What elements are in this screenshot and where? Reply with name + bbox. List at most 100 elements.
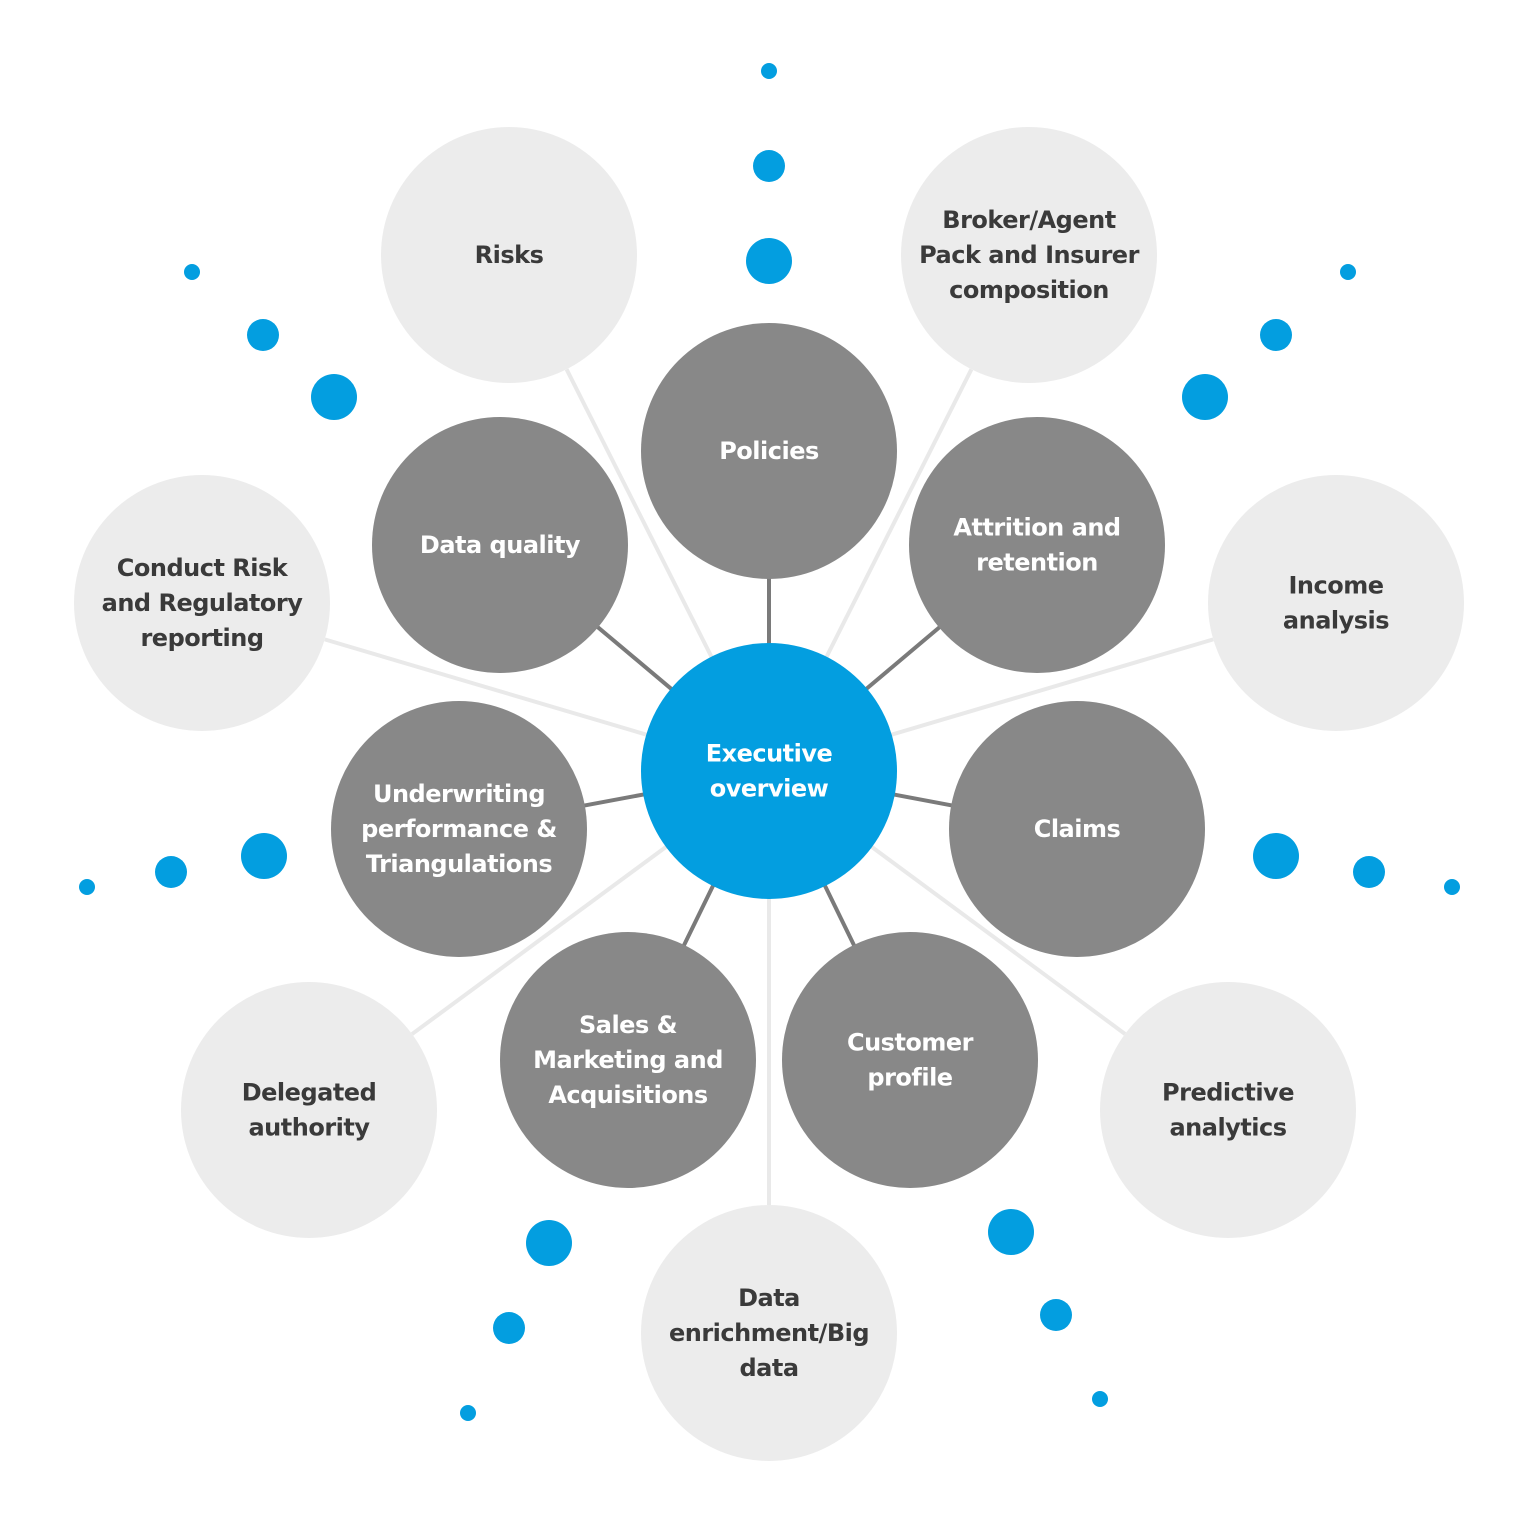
outer-node-risks: Risks	[381, 127, 637, 383]
inner-connector-claims	[892, 792, 954, 808]
inner-connector-customer-profile	[822, 883, 857, 948]
outer-node-label-data-enrichment-line: data	[739, 1354, 798, 1382]
outer-node-circle	[641, 1205, 897, 1461]
inner-node-label-claims: Claims	[1034, 815, 1121, 843]
inner-connector-underwriting-performance	[582, 792, 646, 808]
outer-connector-conduct-risk	[324, 637, 653, 739]
outer-node-label-delegated-authority-line: authority	[248, 1114, 370, 1142]
inner-node-circle	[500, 932, 756, 1188]
center-node-label-line: overview	[710, 775, 829, 803]
inner-node-circle	[909, 417, 1165, 673]
inner-node-data-quality: Data quality	[372, 417, 628, 673]
decorative-dot	[1253, 833, 1299, 879]
outer-connector-delegated-authority	[410, 841, 672, 1036]
decorative-dot	[1353, 856, 1385, 888]
inner-node-circle	[641, 323, 897, 579]
decorative-dots	[79, 63, 1460, 1421]
inner-connectors	[582, 577, 954, 948]
outer-node-label-predictive-analytics-line: Predictive	[1162, 1079, 1294, 1107]
inner-node-label-underwriting-performance-line: performance &	[361, 815, 557, 843]
inner-node-label-customer-profile-line: profile	[867, 1064, 952, 1092]
outer-node-label-income-analysis: Income analysis	[1283, 572, 1389, 635]
outer-node-label-income-analysis-line: Income	[1288, 572, 1383, 600]
inner-connector-sales-marketing-acquisitions	[681, 883, 716, 948]
outer-node-label-data-enrichment-line: Data	[738, 1284, 800, 1312]
outer-node-delegated-authority: Delegated authority	[181, 982, 437, 1238]
decorative-dot	[155, 856, 187, 888]
center-node-executive-overview: Executive overview	[641, 643, 897, 899]
inner-node-label-attrition-and-retention-line: Attrition and	[953, 514, 1120, 542]
outer-node-income-analysis: Income analysis	[1208, 475, 1464, 731]
inner-node-policies: Policies	[641, 323, 897, 579]
outer-node-circle	[1100, 982, 1356, 1238]
outer-node-label-risks-line: Risks	[475, 241, 544, 269]
decorative-dot	[753, 150, 785, 182]
inner-node-label-customer-profile-line: Customer	[847, 1029, 974, 1057]
inner-node-circle	[331, 701, 587, 957]
decorative-dot	[988, 1209, 1034, 1255]
outer-node-circle	[381, 127, 637, 383]
center-node-circle	[641, 643, 897, 899]
outer-node-label-risks: Risks	[475, 241, 544, 269]
outer-node-circle	[74, 475, 330, 731]
decorative-dot	[1092, 1391, 1108, 1407]
inner-node-label-underwriting-performance-line: Underwriting	[373, 780, 545, 808]
outer-node-label-conduct-risk: Conduct Risk and Regulatory reporting	[102, 554, 304, 652]
inner-node-label-data-quality-line: Data quality	[420, 531, 581, 559]
inner-node-label-sales-marketing-acquisitions-line: Marketing and	[533, 1046, 723, 1074]
outer-node-label-conduct-risk-line: Conduct Risk	[117, 554, 289, 582]
inner-node-customer-profile: Customer profile	[782, 932, 1038, 1188]
inner-node-circle	[949, 701, 1205, 957]
outer-connector-broker-agent-pack	[822, 368, 974, 663]
outer-connectors	[324, 368, 1214, 1205]
outer-node-label-conduct-risk-line: and Regulatory	[102, 589, 304, 617]
inner-node-claims: Claims	[949, 701, 1205, 957]
outer-node-label-delegated-authority: Delegated authority	[242, 1079, 377, 1142]
center-node-label-line: Executive	[706, 740, 833, 768]
outer-node-label-data-enrichment: Data enrichment/Big data	[669, 1284, 869, 1382]
outer-node-label-data-enrichment-line: enrichment/Big	[669, 1319, 869, 1347]
outer-node-label-income-analysis-line: analysis	[1283, 607, 1389, 635]
decorative-dot	[1444, 879, 1460, 895]
outer-connector-predictive-analytics	[865, 841, 1127, 1036]
outer-node-label-predictive-analytics: Predictive analytics	[1162, 1079, 1294, 1142]
inner-node-label-data-quality: Data quality	[420, 531, 581, 559]
outer-node-label-conduct-risk-line: reporting	[140, 624, 263, 652]
inner-node-circle	[372, 417, 628, 673]
inner-connector-data-quality	[595, 624, 674, 692]
decorative-dot	[241, 833, 287, 879]
inner-connector-attrition-and-retention	[864, 624, 942, 692]
inner-node-label-policies: Policies	[719, 437, 819, 465]
outer-node-circle	[1208, 475, 1464, 731]
inner-node-label-claims-line: Claims	[1034, 815, 1121, 843]
decorative-dot	[493, 1312, 525, 1344]
decorative-dot	[79, 879, 95, 895]
decorative-dot	[746, 238, 792, 284]
decorative-dot	[460, 1405, 476, 1421]
decorative-dot	[247, 319, 279, 351]
outer-node-label-delegated-authority-line: Delegated	[242, 1079, 377, 1107]
decorative-dot	[311, 374, 357, 420]
outer-node-conduct-risk: Conduct Risk and Regulatory reporting	[74, 475, 330, 731]
decorative-dot	[761, 63, 777, 79]
outer-node-label-broker-agent-pack-line: Pack and Insurer	[919, 241, 1140, 269]
outer-node-predictive-analytics: Predictive analytics	[1100, 982, 1356, 1238]
outer-node-data-enrichment: Data enrichment/Big data	[641, 1205, 897, 1461]
decorative-dot	[1340, 264, 1356, 280]
center-node-group: Executive overview	[641, 643, 897, 899]
decorative-dot	[1182, 374, 1228, 420]
outer-node-circle	[181, 982, 437, 1238]
inner-node-label-sales-marketing-acquisitions-line: Sales &	[579, 1011, 677, 1039]
outer-connector-income-analysis	[885, 637, 1214, 739]
decorative-dot	[184, 264, 200, 280]
center-node-label: Executive overview	[706, 740, 833, 803]
outer-node-label-predictive-analytics-line: analytics	[1169, 1114, 1286, 1142]
